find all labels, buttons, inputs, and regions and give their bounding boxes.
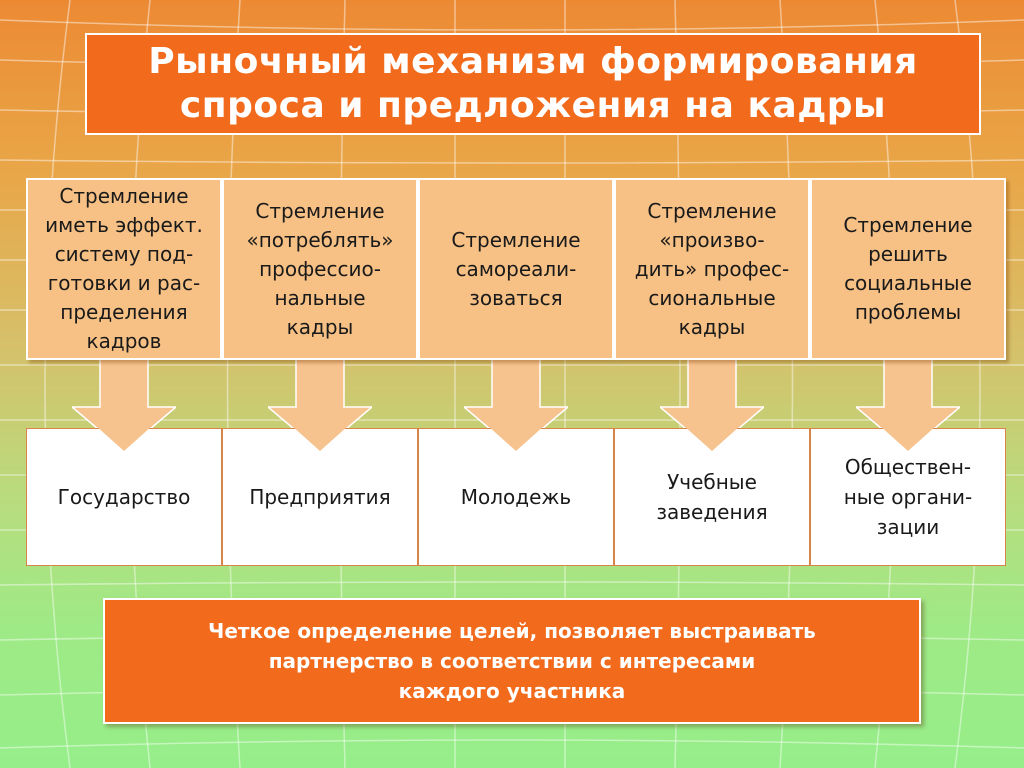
arrow-tip-icon: [880, 426, 936, 451]
arrow-tip-icon: [684, 426, 740, 451]
slide-title: Рыночный механизм формирования спроса и …: [148, 41, 918, 126]
aspiration-text: Стремление решить социальные проблемы: [843, 213, 973, 324]
aspiration-text: Стремление «произво- дить» профес- сиона…: [634, 198, 790, 339]
participant-label: Учебные заведения: [656, 470, 768, 524]
conclusion-box: Четкое определение целей, позволяет выст…: [103, 598, 921, 724]
participant-label: Предприятия: [249, 485, 391, 509]
aspiration-box-state: Стремление иметь эффект. систему под- го…: [26, 178, 222, 360]
aspiration-box-enterprises: Стремление «потреблять» профессио- нальн…: [222, 178, 418, 360]
aspiration-text: Стремление самореали- зоваться: [451, 227, 581, 310]
participant-label: Обществен- ные органи- зации: [843, 455, 973, 539]
arrow-tip-icon: [488, 426, 544, 451]
arrow-tip-icon: [96, 426, 152, 451]
conclusion-text: Четкое определение целей, позволяет выст…: [208, 619, 816, 703]
aspiration-text: Стремление «потреблять» профессио- нальн…: [246, 198, 394, 339]
title-box: Рыночный механизм формирования спроса и …: [85, 33, 981, 135]
aspiration-box-education: Стремление «произво- дить» профес- сиона…: [614, 178, 810, 360]
participant-label: Молодежь: [460, 485, 572, 509]
aspiration-box-youth: Стремление самореали- зоваться: [418, 178, 614, 360]
aspiration-text: Стремление иметь эффект. систему под- го…: [45, 184, 203, 353]
aspiration-box-public-orgs: Стремление решить социальные проблемы: [810, 178, 1006, 360]
arrow-tip-icon: [292, 426, 348, 451]
participant-label: Государство: [57, 485, 191, 509]
